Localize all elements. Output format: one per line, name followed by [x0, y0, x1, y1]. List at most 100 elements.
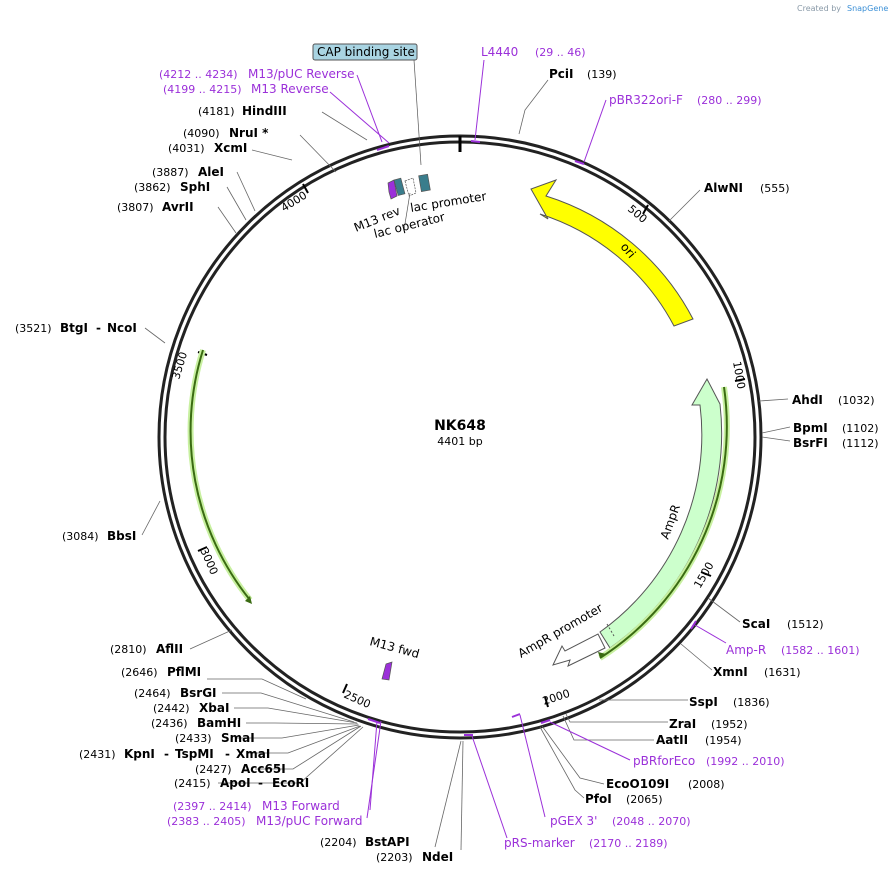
enzyme-site[interactable]: (2442)XbaI	[153, 701, 229, 715]
lac-region[interactable]: M13 rev lac promoter lac operator	[352, 173, 487, 241]
enzyme-name: NruI *	[229, 126, 269, 140]
enzyme-name: SspI	[689, 695, 718, 709]
enzyme-position: (2431)	[79, 748, 116, 761]
enzyme-name-2: TspMI	[175, 747, 214, 761]
snapgene-brand: SnapGene	[847, 4, 888, 13]
enzyme-name: BsrFI	[793, 436, 828, 450]
enzyme-position: (139)	[587, 68, 617, 81]
enzyme-name: BtgI	[60, 321, 88, 335]
primer-site[interactable]: M13/pUC Forward(2383 .. 2405)	[167, 814, 363, 828]
enzyme-site[interactable]: BpmI(1102)	[793, 421, 879, 435]
enzyme-site[interactable]: AhdI(1032)	[792, 393, 875, 407]
primer-site[interactable]: pRS-marker(2170 .. 2189)	[504, 836, 668, 850]
primer-site[interactable]: pBRforEco(1992 .. 2010)	[633, 754, 785, 768]
enzyme-site[interactable]: ScaI (1512)	[742, 617, 824, 631]
enzyme-position: (4181)	[198, 105, 235, 118]
enzyme-position: (2464)	[134, 687, 171, 700]
enzyme-site[interactable]: (2464)BsrGI	[134, 686, 217, 700]
enzyme-position: (1112)	[842, 437, 879, 450]
enzyme-position: (3521)	[15, 322, 52, 335]
enzyme-position: (2433)	[175, 732, 212, 745]
primer-position: (280 .. 299)	[697, 94, 762, 107]
primer-position: (2048 .. 2070)	[612, 815, 691, 828]
primer-name: Amp-R	[726, 643, 766, 657]
enzyme-name: BpmI	[793, 421, 828, 435]
enzyme-position: (2436)	[151, 717, 188, 730]
enzyme-site[interactable]: (2646)PflMI	[121, 665, 201, 679]
tick-label-1000: 1000	[730, 360, 748, 390]
enzyme-site[interactable]: (2427)Acc65I	[195, 762, 286, 776]
tick-label-500: 500	[625, 202, 649, 225]
enzyme-site[interactable]: (2433) SmaI	[175, 731, 255, 745]
enzyme-position: (555)	[760, 182, 790, 195]
enzyme-site[interactable]: AatII(1954)	[656, 733, 742, 747]
enzyme-site[interactable]: PfoI(2065)	[585, 792, 663, 806]
m13-fwd-label: M13 fwd	[368, 634, 421, 661]
ampr-feature[interactable]: AmpR	[599, 377, 723, 649]
primer-site[interactable]: M13 Reverse(4199 .. 4215)	[163, 82, 329, 96]
enzyme-site[interactable]: (3084)BbsI	[62, 529, 136, 543]
tick-label-3500: 3500	[169, 350, 190, 381]
ori-feature[interactable]: ori	[530, 179, 694, 327]
enzyme-site[interactable]: AlwNI(555)	[704, 181, 790, 195]
primer-position: (2170 .. 2189)	[589, 837, 668, 850]
plasmid-length: 4401 bp	[437, 435, 482, 448]
enzyme-name: ScaI	[742, 617, 770, 631]
enzyme-site[interactable]: (2415) ApoI - EcoRI	[174, 776, 309, 790]
enzyme-site[interactable]: BsrFI (1112)	[793, 436, 879, 450]
lac-promoter-box	[404, 177, 417, 197]
enzyme-site[interactable]: EcoO109I(2008)	[606, 777, 725, 791]
enzyme-site[interactable]: (2436)BamHI	[151, 716, 241, 730]
primer-position: (1582 .. 1601)	[781, 644, 860, 657]
enzyme-name: AvrII	[162, 200, 194, 214]
enzyme-site[interactable]: (2810)AflII	[110, 642, 183, 656]
cap-binding-site[interactable]: CAP binding site	[312, 43, 422, 166]
enzyme-site[interactable]: SspI (1836)	[689, 695, 770, 709]
primer-name: L4440	[481, 45, 518, 59]
tick-label-2000: 2000	[541, 687, 572, 708]
enzyme-site[interactable]: BstAPI(2204)	[320, 835, 410, 849]
enzyme-site[interactable]: (4090)NruI *	[183, 126, 269, 140]
primer-site[interactable]: pBR322ori-F(280 .. 299)	[609, 93, 762, 107]
enzyme-site[interactable]: (3862)SphI	[134, 180, 210, 194]
primer-site[interactable]: M13 Forward(2397 .. 2414)	[173, 799, 340, 813]
enzyme-site[interactable]: ZraI(1952)	[669, 717, 748, 731]
primer-site[interactable]: pGEX 3'(2048 .. 2070)	[550, 814, 691, 828]
primer-labels: L4440(29 .. 46) pBR322ori-F(280 .. 299) …	[159, 45, 860, 850]
enzyme-site[interactable]: (3521) BtgI - NcoI	[15, 321, 137, 335]
enzyme-name: PciI	[549, 67, 574, 81]
enzyme-position: (2646)	[121, 666, 158, 679]
enzyme-position: (2203)	[376, 851, 413, 864]
enzyme-site[interactable]: NdeI (2203)	[376, 850, 453, 864]
enzyme-name: BbsI	[107, 529, 136, 543]
enzyme-name: NdeI	[422, 850, 453, 864]
svg-text:-: -	[96, 321, 101, 335]
m13-fwd-feature[interactable]: M13 fwd	[368, 634, 421, 681]
enzyme-name-2: NcoI	[107, 321, 137, 335]
primer-name: M13 Reverse	[251, 82, 329, 96]
primer-name: pBRforEco	[633, 754, 695, 768]
primer-site[interactable]: L4440(29 .. 46)	[481, 45, 586, 59]
primer-name: M13/pUC Forward	[256, 814, 363, 828]
primer-site[interactable]: Amp-R (1582 .. 1601)	[726, 643, 860, 657]
enzyme-position: (1836)	[733, 696, 770, 709]
ampr-label: AmpR	[658, 503, 683, 541]
lac-box-1	[393, 177, 406, 196]
backbone	[157, 134, 763, 740]
enzyme-site[interactable]: (2431) KpnI - TspMI - XmaI	[79, 747, 270, 761]
enzyme-site[interactable]: (3807)AvrII	[117, 200, 194, 214]
enzyme-site[interactable]: (3887)AleI	[152, 165, 224, 179]
primer-site[interactable]: M13/pUC Reverse(4212 .. 4234)	[159, 67, 355, 81]
enzyme-site[interactable]: XmnI(1631)	[713, 665, 801, 679]
enzyme-site[interactable]: (4181) HindIII	[198, 104, 287, 118]
enzyme-site[interactable]: PciI (139)	[549, 67, 617, 81]
enzyme-site[interactable]: (4031)XcmI	[168, 141, 247, 155]
enzyme-position: (3862)	[134, 181, 171, 194]
enzyme-labels: PciI (139) AlwNI(555) AhdI(1032) BpmI(110…	[15, 67, 879, 864]
enzyme-position: (1512)	[787, 618, 824, 631]
svg-text:-: -	[164, 747, 169, 761]
enzyme-name: AhdI	[792, 393, 823, 407]
enzyme-name: SmaI	[221, 731, 255, 745]
enzyme-name: HindIII	[242, 104, 287, 118]
enzyme-name: ZraI	[669, 717, 696, 731]
